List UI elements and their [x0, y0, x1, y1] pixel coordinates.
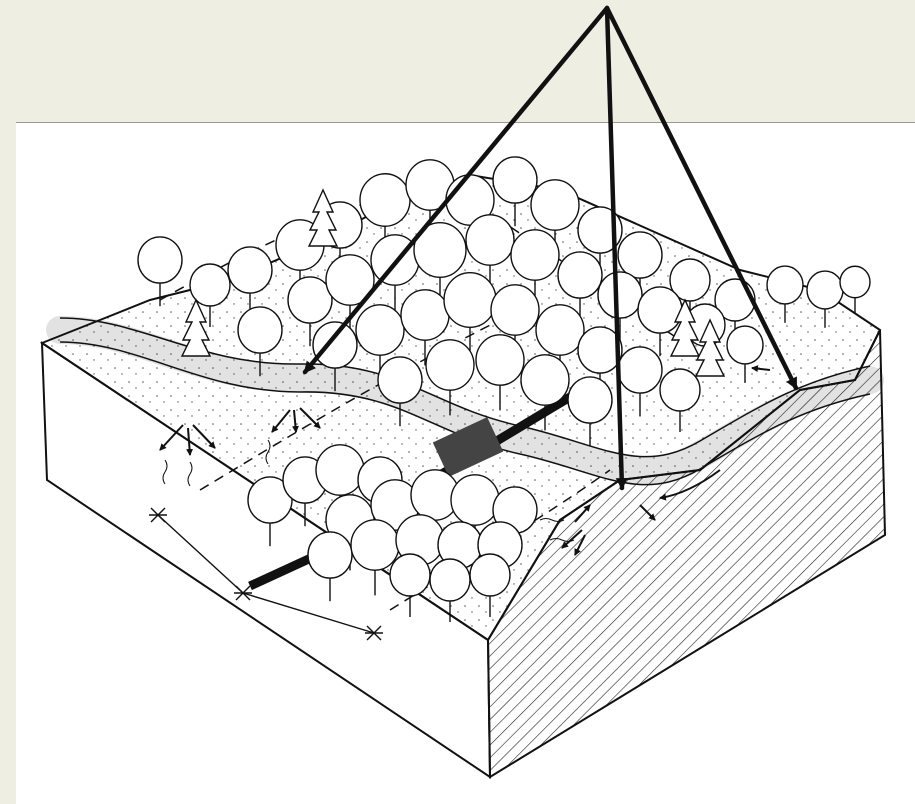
tree-icon — [491, 285, 539, 335]
tree-icon — [378, 357, 422, 403]
tree-icon — [476, 335, 524, 385]
tree-icon — [426, 340, 474, 390]
tree-icon — [521, 355, 569, 405]
tree-icon — [313, 322, 357, 368]
tree-icon — [238, 307, 282, 353]
tree-icon — [511, 230, 559, 280]
tree-icon — [138, 237, 182, 283]
tree-icon — [558, 252, 602, 298]
tree-icon — [618, 347, 662, 393]
tree-icon — [356, 305, 404, 355]
tree-icon — [360, 174, 410, 227]
tree-icon — [401, 290, 449, 340]
tree-icon — [807, 271, 843, 309]
tree-icon — [470, 554, 510, 596]
tree-icon — [493, 157, 537, 203]
tree-icon — [390, 554, 430, 596]
tree-icon — [638, 287, 682, 333]
tree-icon — [351, 520, 399, 570]
tree-icon — [466, 215, 514, 265]
tree-icon — [536, 305, 584, 355]
tree-icon — [228, 247, 272, 293]
tree-icon — [598, 272, 642, 318]
tree-icon — [430, 559, 470, 601]
tree-icon — [618, 232, 662, 278]
tree-icon — [308, 532, 352, 578]
tree-icon — [451, 475, 499, 525]
tree-icon — [727, 326, 763, 364]
tree-icon — [288, 277, 332, 323]
tree-icon — [660, 369, 700, 411]
tree-icon — [568, 377, 612, 423]
tree-icon — [531, 180, 579, 230]
tree-icon — [316, 445, 364, 495]
tree-icon — [767, 266, 803, 304]
tree-icon — [840, 266, 870, 298]
tree-icon — [444, 273, 496, 328]
